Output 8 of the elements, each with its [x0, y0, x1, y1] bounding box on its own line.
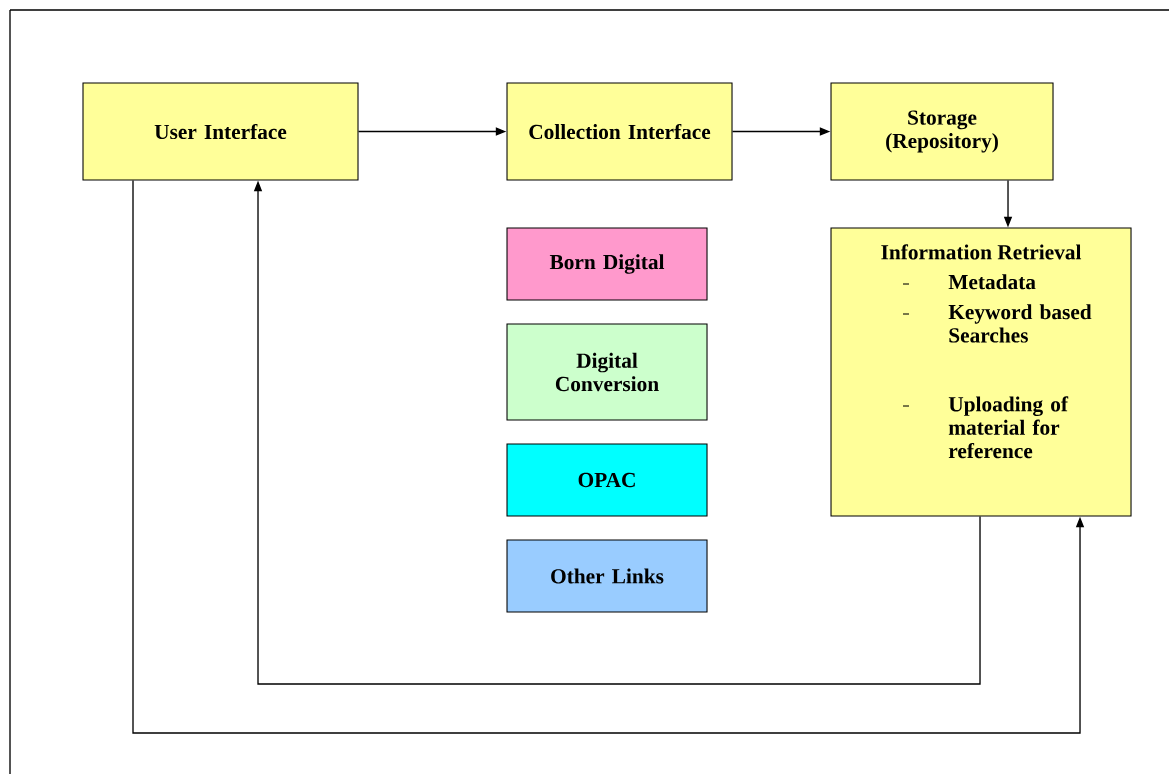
category-box: Born Digital [506, 227, 708, 301]
process-box: Collection Interface [506, 82, 733, 181]
process-box: User Interface [82, 82, 359, 181]
process-box: Storage (Repository) [830, 82, 1054, 181]
category-box: Other Links [506, 539, 708, 613]
category-box: Digital Conversion [506, 323, 708, 421]
process-box: Information Retrieval Metadata Keyword based Searches Uploading of material for reference [830, 227, 1132, 517]
category-box: OPAC [506, 443, 708, 517]
